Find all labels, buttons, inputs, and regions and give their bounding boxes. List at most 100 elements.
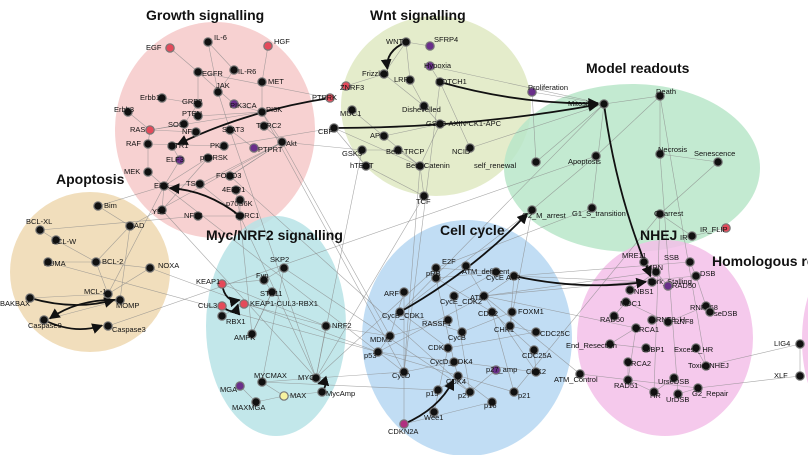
edge-p21-G1arrest xyxy=(513,213,661,393)
edge-EndResection-BRCA1 xyxy=(609,327,637,345)
node-label: MUC1 xyxy=(340,109,361,118)
node-bim: Bim xyxy=(93,201,117,211)
node-ssb: SSB xyxy=(664,253,695,267)
edge-BetaCatenin-CycD xyxy=(403,165,421,373)
node-dot xyxy=(267,287,277,297)
edge-NOXA-MCL1 xyxy=(107,267,151,295)
node-rbx1: RBX1 xyxy=(217,311,246,326)
node-dot xyxy=(435,119,445,129)
node-dot xyxy=(457,327,467,337)
edge-BCL2-MCL1 xyxy=(95,261,109,295)
node-label: MEK xyxy=(124,167,140,176)
node-dot xyxy=(623,357,633,367)
edge-TCF-MYC xyxy=(315,195,425,379)
node-dot xyxy=(157,205,167,215)
edge-ToxicNHEJ-Death xyxy=(659,95,707,367)
node-label: BCL-XL xyxy=(26,217,52,226)
node-momp: MOMP xyxy=(115,295,139,310)
node-label: MYC xyxy=(298,373,315,382)
node-label: BRCA2 xyxy=(626,359,651,368)
node-nfkb: NFkB xyxy=(184,211,203,221)
node-dot xyxy=(219,141,229,151)
node-label: ATM_deficient xyxy=(462,267,510,276)
node-dot xyxy=(649,387,659,397)
edge-p53-p21 xyxy=(377,351,515,393)
node-label: MGA xyxy=(220,385,237,394)
node-mek: MEK xyxy=(124,167,153,177)
edge-PI3K-CycD xyxy=(261,111,405,373)
edge-MYC-MYCMAX xyxy=(261,377,317,383)
node-erbb1: Erbb1 xyxy=(140,93,167,103)
strong-edge-BAKBAX-MOMP xyxy=(29,297,116,308)
node-dot xyxy=(225,171,235,181)
edge-ATM-ATMControl xyxy=(483,295,581,375)
node-label: MAX xyxy=(290,391,306,400)
node-label: p21 xyxy=(518,391,531,400)
edge-Akt-TSC xyxy=(199,141,283,185)
node-label: Bim xyxy=(104,201,117,210)
node-p53: p53 xyxy=(364,347,383,360)
node-il6: IL-6 xyxy=(203,33,227,47)
node-dot xyxy=(507,307,517,317)
node-muc1: MUC1 xyxy=(340,105,361,118)
node-apoptosis: Apoptosis xyxy=(568,151,601,166)
node-label: p27_amp xyxy=(486,365,517,374)
edge-EGF-EGFR xyxy=(169,47,199,73)
edge-RASSF1-MDM2 xyxy=(389,319,449,337)
edge-BRCA1-RAD51 xyxy=(627,327,637,381)
edge-GSK3AXIN-BetaCatenin xyxy=(419,123,441,167)
node-ursedsb: UrseDSB xyxy=(658,373,689,386)
edge-LRP-Dishevelled xyxy=(409,79,425,107)
node-dot xyxy=(193,99,203,109)
node-dot xyxy=(655,91,665,101)
node-label: PI3K xyxy=(266,105,282,114)
node-label: UrseDSB xyxy=(658,377,689,386)
node-foxo3: FOXO3 xyxy=(216,171,241,181)
title-growth-signalling: Growth signalling xyxy=(146,7,264,23)
node-label: 53BP1 xyxy=(642,345,665,354)
node-tsc: TSC xyxy=(186,179,205,189)
node-g1arrest: G1arrest xyxy=(654,209,684,219)
edge-NRF2-MDM2 xyxy=(325,325,391,337)
edge-ATR-ATM xyxy=(483,275,515,297)
node-rnf8h: RNF8_H xyxy=(647,315,685,325)
node-rad50b: RAD50 xyxy=(600,311,624,324)
node-dot xyxy=(247,329,257,339)
edge-Senescence-Necrosis xyxy=(659,153,719,163)
cluster-right-edge xyxy=(802,296,808,384)
node-dot xyxy=(257,77,267,87)
node-label: MTR1 xyxy=(168,141,188,150)
node-dot xyxy=(419,101,429,111)
node-dot xyxy=(399,287,409,297)
node-cycecdk2: CycE_CDK2 xyxy=(440,291,482,306)
node-dot xyxy=(641,343,651,353)
node-irflip: IR_FLIP xyxy=(700,223,731,234)
node-dot xyxy=(575,369,585,379)
node-p16: p16 xyxy=(484,397,497,410)
node-g1s: G1_S_transition xyxy=(572,203,626,218)
node-ampk: AMPK xyxy=(234,329,257,342)
edge-AMPK-TORC1 xyxy=(239,215,253,335)
node-label: NOTCH1 xyxy=(436,77,467,86)
node-dot xyxy=(385,331,395,341)
node-label: MAXMGA xyxy=(232,403,265,412)
node-label: End_Resection xyxy=(566,341,617,350)
node-urdsb: UrDSB xyxy=(666,389,689,404)
node-dishevelled: Dishevelled xyxy=(402,101,441,114)
node-label: WNT xyxy=(386,37,403,46)
node-dot xyxy=(329,123,339,133)
node-dot xyxy=(395,307,405,317)
edge-NCID-Mitosis xyxy=(469,103,605,149)
node-label: G1_S_transition xyxy=(572,209,626,218)
node-elf3: ELF3 xyxy=(166,155,185,165)
node-label: KEAP1 xyxy=(196,277,220,286)
node-dot xyxy=(325,93,335,103)
edge-G2Repair-XLF xyxy=(697,375,801,389)
edge-Wee1-CDK1 xyxy=(433,347,449,413)
node-dot xyxy=(685,257,695,267)
node-dot xyxy=(43,257,53,267)
node-arf: ARF xyxy=(384,287,409,298)
edge-BRCA1-ATM xyxy=(483,295,637,329)
node-label: UrDSB xyxy=(666,395,689,404)
node-label: G2_Repair xyxy=(692,389,729,398)
